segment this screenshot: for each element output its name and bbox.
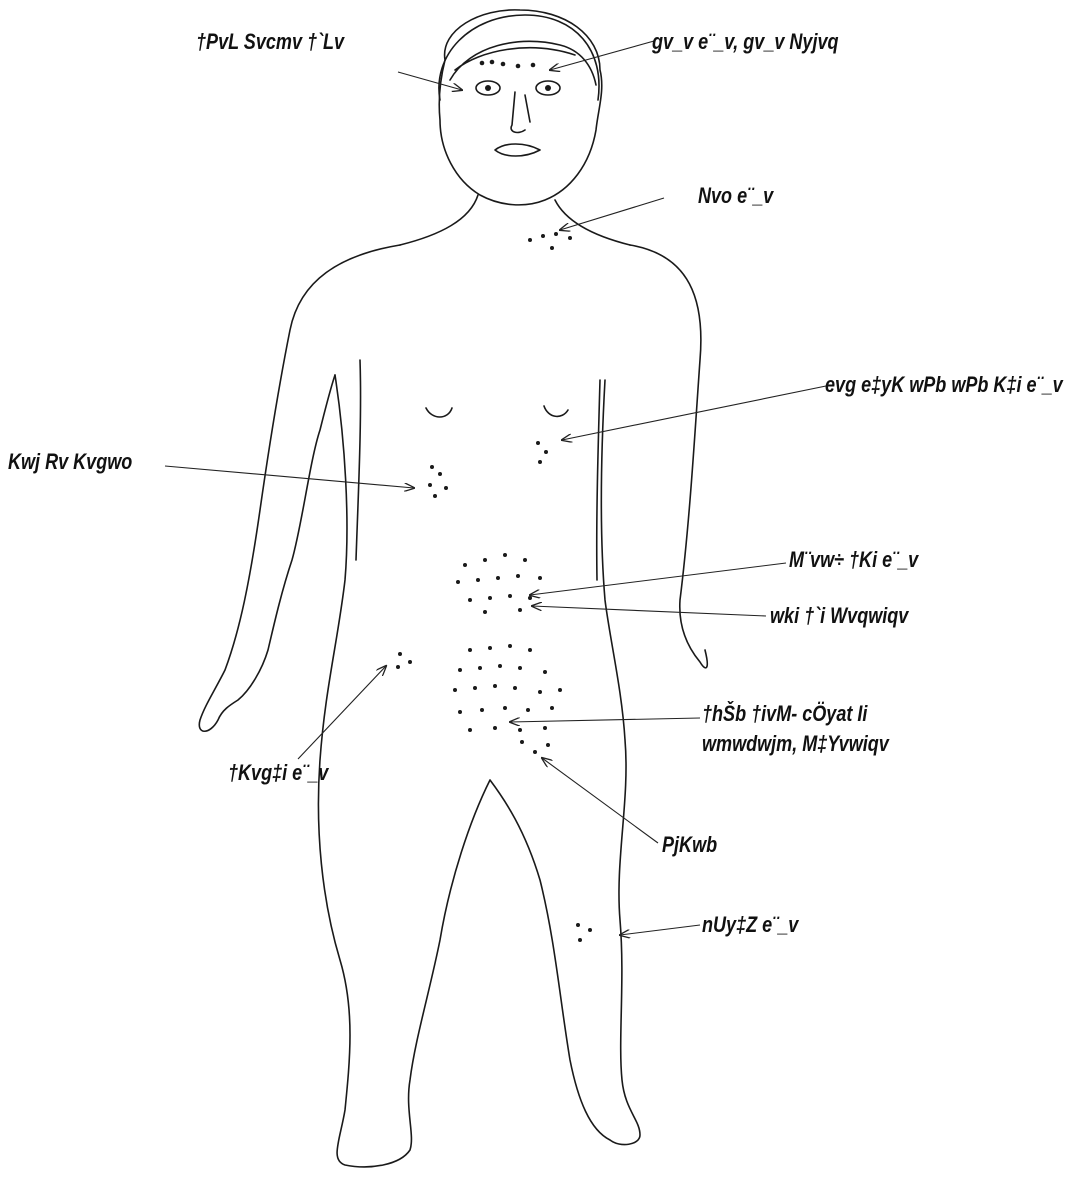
spots xyxy=(396,60,592,942)
chest-marks xyxy=(426,406,568,417)
label-abdomen-pain: M¨vw÷ †Ki e¨_v xyxy=(789,547,918,573)
label-itching: PjKwb xyxy=(662,832,717,858)
label-eye-area: †PvL Svcmv †`Lv xyxy=(196,29,344,55)
nose xyxy=(511,92,530,132)
label-genital-line1: †hŠb †ivM- cÖyat Ii xyxy=(702,701,867,727)
mouth xyxy=(495,144,540,156)
body-sides xyxy=(318,375,640,1167)
label-genital-line2: wmwdwjm, M‡Yvwiqv xyxy=(702,731,889,757)
inner-arms xyxy=(356,360,600,580)
label-liver-enlarged: Kwj Rv Kvgwo xyxy=(8,449,132,475)
label-knee-pain: nUy‡Z e¨_v xyxy=(702,912,798,938)
label-hip-pain: †Kvg‡i e¨_v xyxy=(228,760,328,786)
torso-outline xyxy=(199,245,707,731)
label-hair-spots: gv_v e¨_v, gv_v Nyjvq xyxy=(652,29,839,55)
neck xyxy=(400,195,630,245)
hair xyxy=(439,15,599,100)
label-neck-pain: Nvo e¨_v xyxy=(698,183,773,209)
label-chest-pain: evg e‡yK wPb wPb K‡i e¨_v xyxy=(825,372,1063,398)
label-flank: wki †`i Wvqwiqv xyxy=(770,603,908,629)
head-outline xyxy=(439,10,602,205)
arrows xyxy=(165,41,826,935)
